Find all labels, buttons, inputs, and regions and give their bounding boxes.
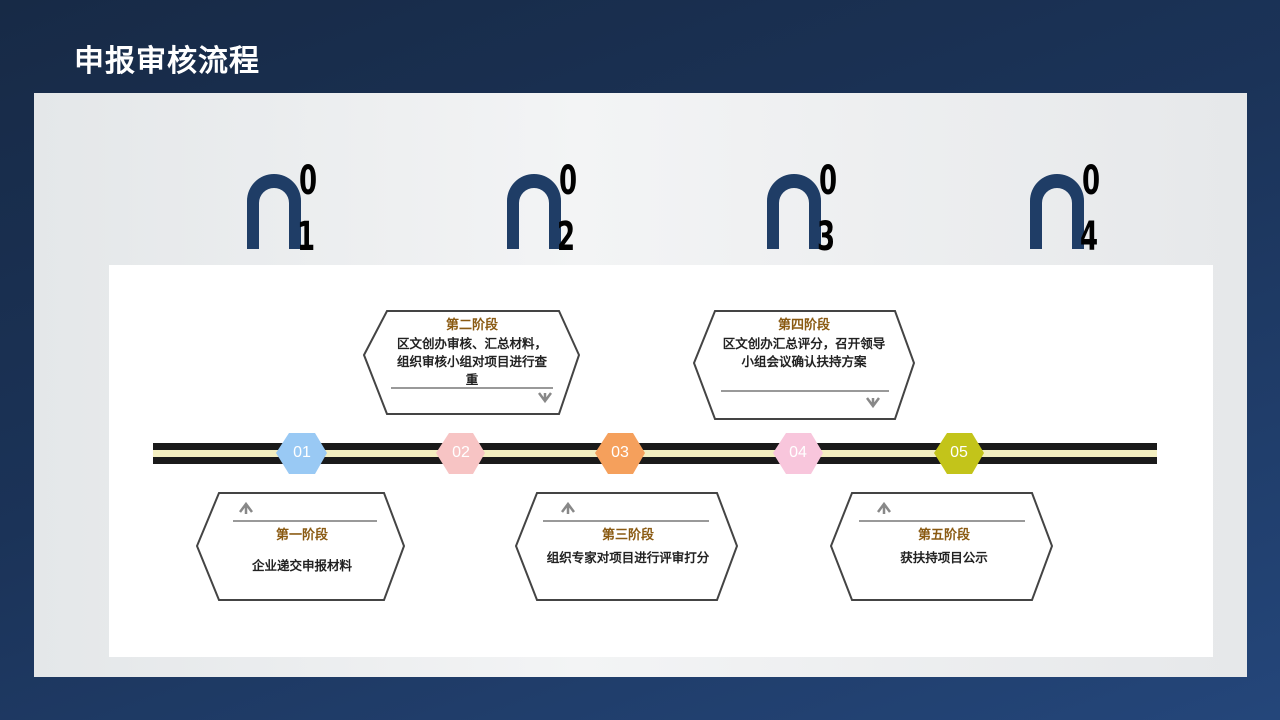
step-number-digit: 2: [557, 214, 576, 260]
stage-title: 第三阶段: [601, 528, 654, 543]
stage-4: 第四阶段 区文创办汇总评分，召开领导小组会议确认扶持方案: [721, 317, 887, 371]
badge-label: 04: [789, 444, 807, 461]
badge-02: [436, 433, 485, 474]
arch-icon: [767, 174, 821, 249]
stage-title: 第四阶段: [777, 318, 830, 333]
track-bottom-stripe: [153, 457, 1157, 464]
stage-title: 第五阶段: [917, 528, 970, 543]
badge-05: [934, 433, 984, 474]
step-number-3: 0 3: [761, 153, 871, 263]
stage-2: 第二阶段 区文创办审核、汇总材料，组织审核小组对项目进行查重: [392, 317, 552, 389]
badge-03: [595, 433, 645, 474]
badge-label: 05: [950, 444, 968, 461]
stage-desc: 组织专家对项目进行评审打分: [546, 550, 710, 565]
arrow-up-icon: [561, 501, 575, 514]
stage-title: 第一阶段: [275, 528, 328, 543]
stage-5: 第五阶段 获扶持项目公示: [861, 527, 1027, 567]
stage-desc: 企业递交申报材料: [251, 558, 352, 573]
step-number-digit: 0: [299, 158, 318, 204]
track-top-stripe: [153, 443, 1157, 450]
badge-04: [773, 433, 823, 474]
timeline-graphic: [153, 310, 1157, 601]
arrow-down-icon: [538, 392, 552, 404]
badge-label: 01: [293, 444, 311, 461]
stage-desc: 获扶持项目公示: [900, 550, 988, 565]
step-number-digit: 3: [817, 214, 836, 260]
stage-3: 第三阶段 组织专家对项目进行评审打分: [545, 527, 711, 567]
stage-1: 第一阶段 企业递交申报材料: [227, 527, 377, 575]
track-middle-stripe: [153, 450, 1157, 457]
step-number-digit: 0: [559, 158, 578, 204]
stage-desc: 区文创办汇总评分，召开领导小组会议确认扶持方案: [722, 336, 886, 369]
badge-label: 03: [611, 444, 629, 461]
stage-title: 第二阶段: [445, 318, 498, 333]
badge-label: 02: [452, 444, 470, 461]
arch-icon: [247, 174, 301, 249]
stage-box-3: [514, 492, 739, 601]
step-number-digit: 0: [1082, 158, 1101, 204]
stage-box-1: [195, 492, 406, 601]
step-number-1: 0 1: [241, 153, 351, 263]
step-number-digit: 1: [297, 214, 316, 260]
arch-icon: [1030, 174, 1084, 249]
arch-icon: [507, 174, 561, 249]
arrow-up-icon: [239, 501, 253, 514]
timeline-area: 01 02 03 04 05 第二阶段 区文创办审核、汇总材料，组织审核小组对项…: [109, 265, 1213, 657]
step-number-2: 0 2: [501, 153, 611, 263]
step-number-4: 0 4: [1024, 153, 1134, 263]
badge-01: [276, 433, 327, 474]
arrow-down-icon: [866, 397, 880, 409]
step-number-digit: 4: [1080, 214, 1099, 260]
arrow-up-icon: [877, 501, 891, 514]
step-number-digit: 0: [819, 158, 838, 204]
stage-box-5: [829, 492, 1054, 601]
stage-desc: 区文创办审核、汇总材料，组织审核小组对项目进行查重: [396, 336, 547, 387]
slide-title: 申报审核流程: [74, 44, 260, 79]
